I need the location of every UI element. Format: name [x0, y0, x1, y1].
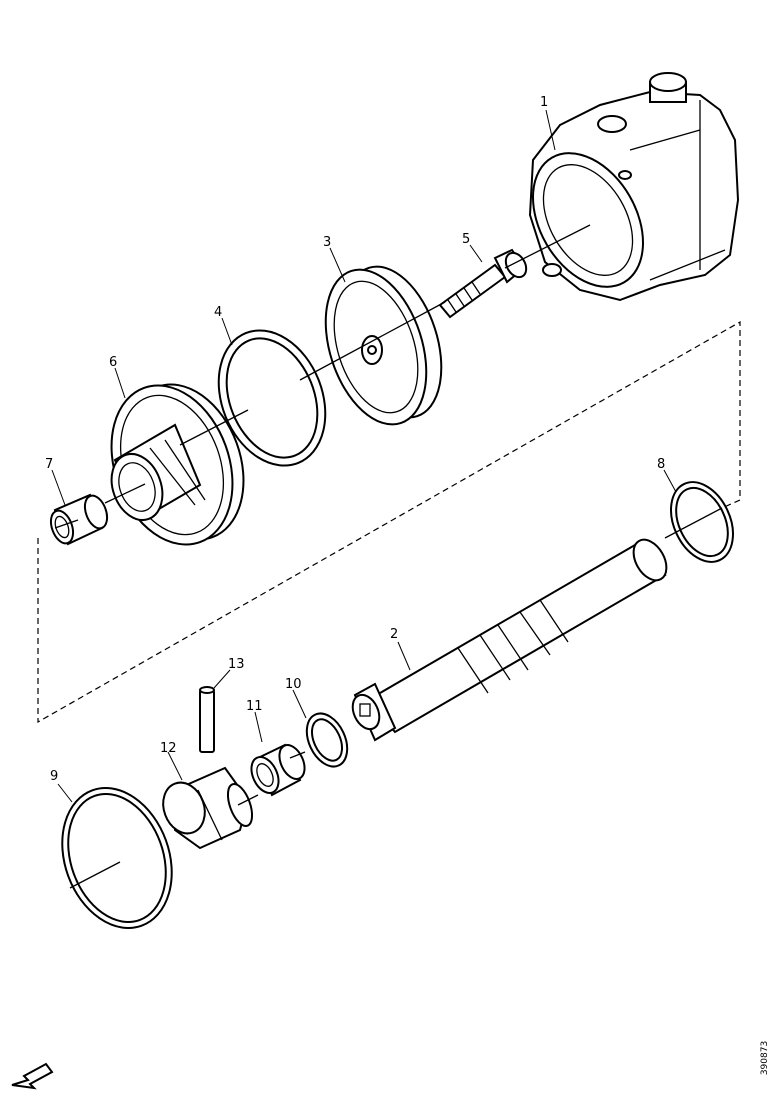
part-6-flange [110, 383, 245, 546]
part-5-bolt [438, 248, 528, 319]
part-1-housing [528, 72, 740, 302]
leader-lines [51, 109, 677, 803]
callout-9: 9 [50, 769, 58, 784]
callout-3: 3 [323, 235, 331, 250]
callout-12: 12 [160, 741, 177, 756]
callout-1: 1 [540, 95, 548, 110]
figure-id-text: 390873 [760, 1040, 770, 1076]
callout-13: 13 [228, 657, 245, 672]
figure-id: 390873 [758, 1028, 772, 1088]
part-12-coupling [162, 766, 254, 850]
callout-11: 11 [246, 699, 263, 714]
callout-2: 2 [390, 627, 398, 642]
part-2-shaft [351, 538, 668, 742]
callout-5: 5 [462, 232, 470, 247]
part-11-collar [250, 743, 306, 797]
part-13-pin [199, 686, 215, 753]
arrow-icon [11, 1062, 54, 1090]
part-9-large-o-ring [61, 787, 173, 929]
callout-10: 10 [285, 677, 302, 692]
part-10-ring [305, 712, 349, 768]
callout-4: 4 [214, 305, 222, 320]
callout-6: 6 [109, 355, 117, 370]
part-4-seal-ring [217, 329, 327, 467]
alignment-dashed-line [37, 320, 741, 724]
part-7-bushing [49, 493, 109, 546]
part-3-disc [324, 265, 443, 426]
callout-8: 8 [657, 457, 665, 472]
part-8-o-ring [670, 481, 734, 563]
callouts: 1 2 3 4 5 6 7 8 9 10 11 12 13 [45, 95, 665, 784]
assembly-axis-lines [54, 224, 723, 889]
callout-7: 7 [45, 457, 53, 472]
